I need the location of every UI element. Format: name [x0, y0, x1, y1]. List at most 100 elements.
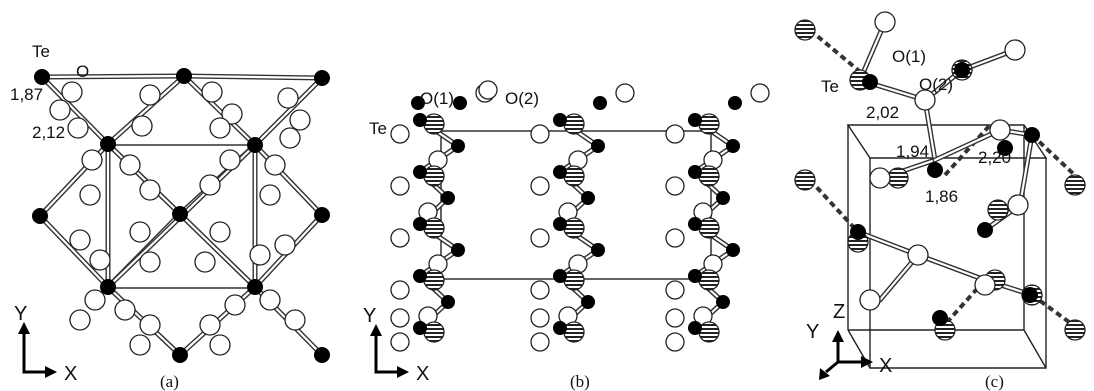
oxygen-atom-hatched [563, 113, 585, 135]
bond-line-inner [916, 253, 987, 282]
panel-b-axes: Y X [363, 305, 429, 385]
oxygen-atom [665, 280, 685, 300]
te-atom [726, 243, 740, 257]
bond-line-inner [933, 128, 1002, 162]
oxygen-atom [194, 251, 216, 273]
oxygen-atom [259, 184, 281, 206]
oxygen-atom-hatched [794, 19, 816, 41]
bond-line-inner [253, 76, 324, 147]
oxygen-atom [390, 280, 410, 300]
panel-c-atoms [794, 11, 1086, 341]
panel-c-o2-label: O(2) [919, 75, 953, 94]
te-atom [954, 62, 970, 78]
te-atom [977, 222, 993, 238]
te-atom [411, 96, 425, 110]
panel-c-axis-z-label: Z [833, 301, 845, 323]
oxygen-atom [129, 221, 151, 243]
oxygen-atom-hatched [423, 321, 445, 343]
panel-a-atoms [32, 68, 330, 363]
oxygen-atom [874, 11, 896, 33]
oxygen-atom [139, 314, 161, 336]
te-atom [862, 74, 878, 90]
oxygen-atom [530, 308, 550, 328]
panel-c-axes: Y Z X [806, 301, 892, 380]
te-atom [581, 191, 595, 205]
oxygen-atom-hatched [794, 169, 816, 191]
oxygen-atom [274, 234, 296, 256]
oxygen-atom-hatched [1064, 319, 1086, 341]
panel-a-caption: (a) [160, 372, 179, 391]
te-atom [726, 139, 740, 153]
oxygen-atom [530, 332, 550, 352]
oxygen-atom [79, 184, 101, 206]
panel-c-te-label: Te [821, 77, 839, 96]
te-atom [591, 139, 605, 153]
oxygen-atom-hatched [1064, 174, 1086, 196]
te-atom [176, 68, 192, 84]
te-atom [553, 269, 567, 283]
oxygen-atom [284, 309, 306, 331]
oxygen-atom [139, 179, 161, 201]
oxygen-atom [264, 154, 286, 176]
oxygen-atom-hatched [563, 165, 585, 187]
oxygen-atom [277, 87, 299, 109]
bond-line-inner [253, 143, 324, 217]
oxygen-atom [221, 103, 243, 125]
panel-a-axis-x-label: X [64, 363, 77, 385]
te-atom [716, 295, 730, 309]
te-atom [413, 269, 427, 283]
bond-line-inner [182, 74, 257, 147]
panel-c-axis-y-label: Y [806, 321, 819, 343]
oxygen-atom [530, 176, 550, 196]
oxygen-atom [139, 251, 161, 273]
panel-a-o-label: O [76, 62, 89, 81]
oxygen-atom [665, 308, 685, 328]
panel-b-atoms [390, 80, 770, 352]
te-atom [581, 295, 595, 309]
oxygen-atom [249, 244, 271, 266]
te-atom [172, 347, 188, 363]
oxygen-atom [139, 84, 161, 106]
oxygen-atom [530, 124, 550, 144]
oxygen-atom-hatched [887, 167, 909, 189]
oxygen-atom [665, 176, 685, 196]
te-atom [593, 96, 607, 110]
te-atom [688, 321, 702, 335]
oxygen-atom [114, 299, 136, 321]
panel-c-bond-length-2: 1,94 [896, 142, 929, 161]
bond-line-inner [40, 75, 110, 146]
bond-line-inner [106, 74, 186, 146]
long-bond-dashed [808, 178, 860, 234]
oxygen-atom [199, 174, 221, 196]
te-atom [927, 162, 943, 178]
te-atom [688, 269, 702, 283]
te-atom [441, 295, 455, 309]
oxygen-atom-hatched [698, 269, 720, 291]
oxygen-atom [390, 332, 410, 352]
oxygen-atom [390, 228, 410, 248]
te-atom [413, 217, 427, 231]
oxygen-atom-hatched [423, 165, 445, 187]
oxygen-atom [209, 221, 231, 243]
bond-line-inner [40, 74, 186, 79]
te-atom [553, 217, 567, 231]
oxygen-atom [750, 83, 770, 103]
te-atom [553, 321, 567, 335]
panel-c-bond-length-1: 2,02 [866, 103, 899, 122]
te-atom [997, 140, 1013, 156]
oxygen-atom [869, 167, 891, 189]
te-atom [34, 69, 50, 85]
panel-c-axis-x-label: X [879, 355, 892, 377]
oxygen-atom [219, 149, 241, 171]
te-atom [314, 347, 330, 363]
te-atom [32, 208, 48, 224]
oxygen-atom [199, 314, 221, 336]
oxygen-atom [665, 124, 685, 144]
oxygen-atom [279, 127, 301, 149]
panel-b: O(1) O(2) Te Y X (b) [363, 80, 770, 391]
oxygen-atom-hatched [698, 217, 720, 239]
te-atom [172, 206, 188, 222]
te-atom [100, 136, 116, 152]
oxygen-atom [84, 289, 106, 311]
